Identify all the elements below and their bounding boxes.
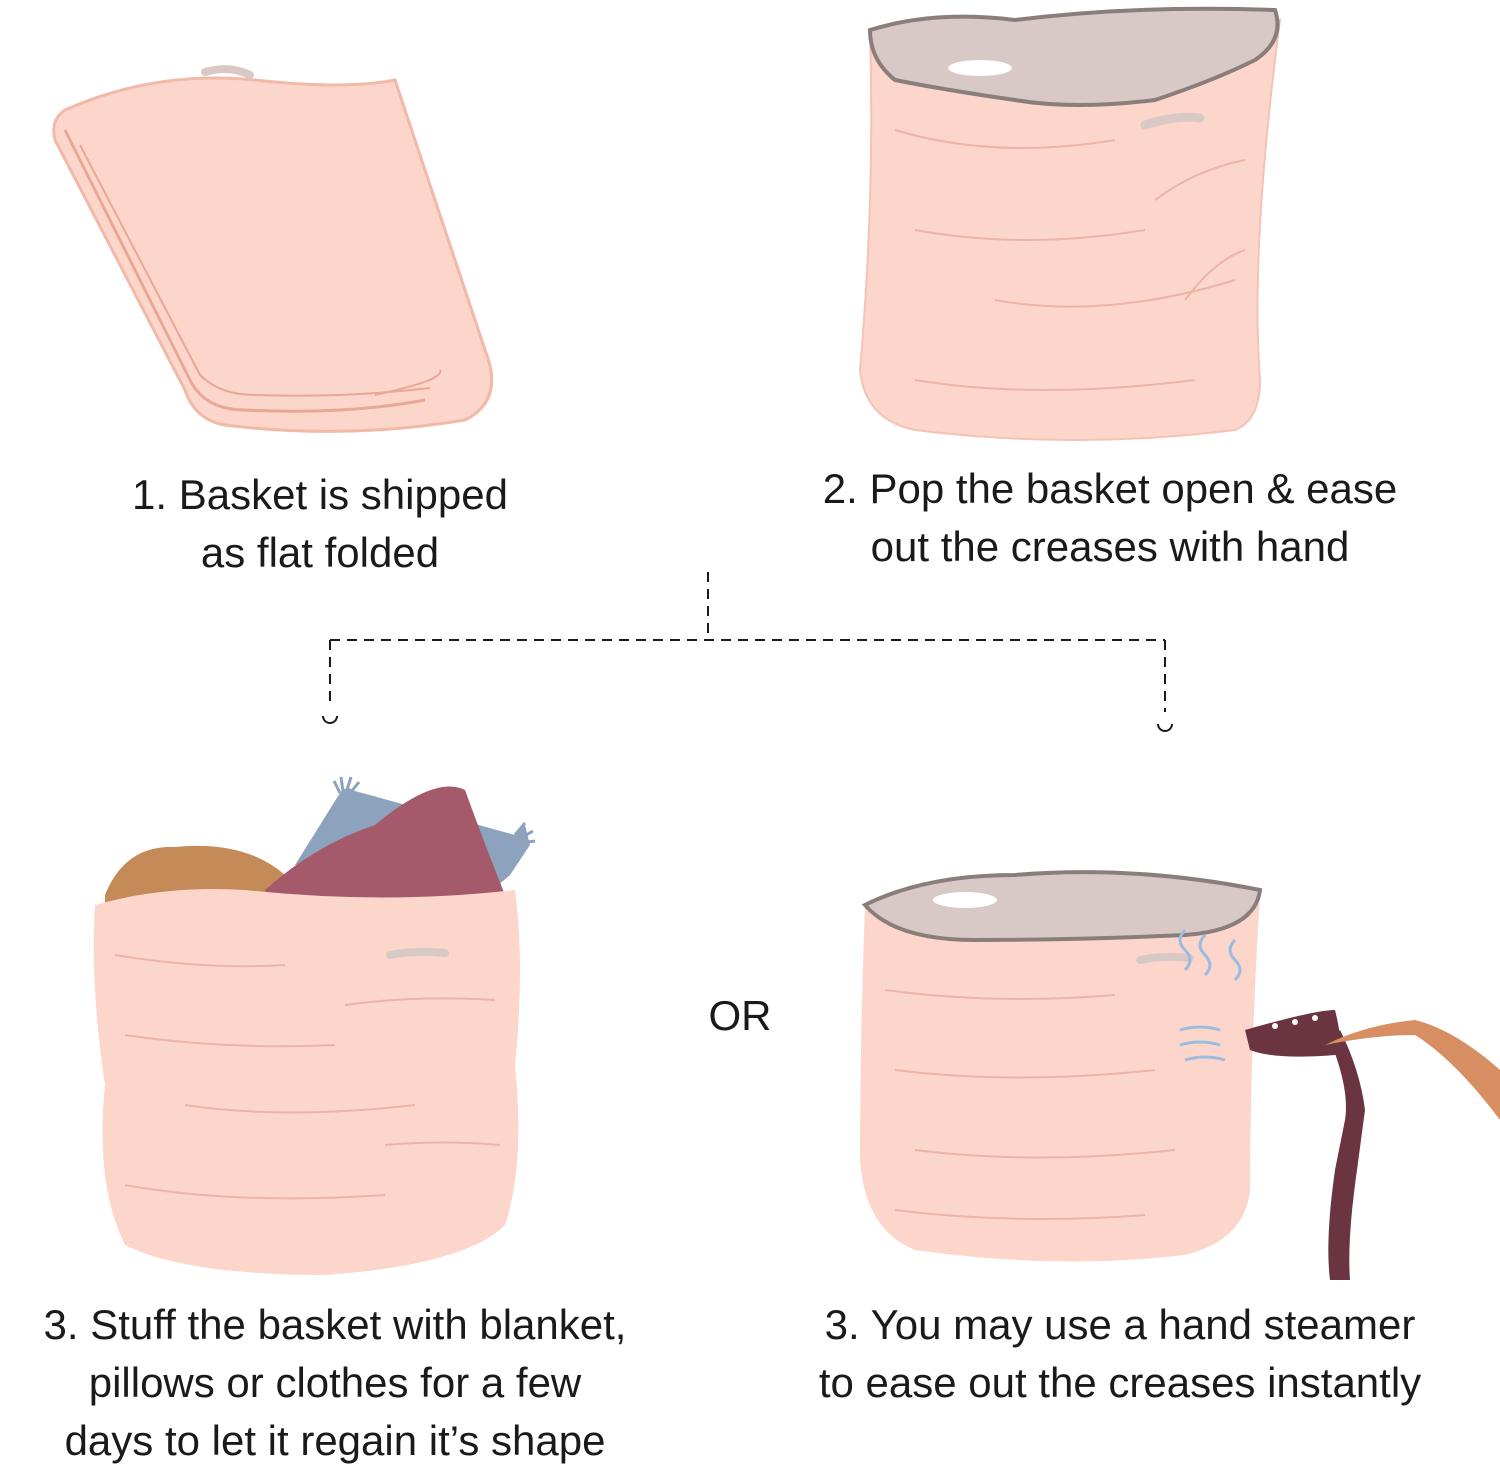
steamer-basket-icon — [860, 870, 1500, 1280]
step-1-line-1: 1. Basket is shipped — [132, 471, 508, 518]
stuffed-basket-icon — [93, 776, 536, 1275]
step-3a-line-1: 3. Stuff the basket with blanket, — [43, 1301, 627, 1348]
step-2-line-1: 2. Pop the basket open & ease — [822, 465, 1398, 512]
step-3b-caption: 3. You may use a hand steamer to ease ou… — [760, 1296, 1480, 1412]
step-2-caption: 2. Pop the basket open & ease out the cr… — [760, 460, 1460, 576]
step-3b-line-2: to ease out the creases instantly — [818, 1359, 1422, 1406]
step-3a-caption: 3. Stuff the basket with blanket, pillow… — [0, 1296, 670, 1470]
open-basket-icon — [858, 6, 1282, 441]
or-label: OR — [708, 992, 772, 1039]
step-3a-line-2: pillows or clothes for a few — [88, 1359, 582, 1406]
step-3b-line-1: 3. You may use a hand steamer — [824, 1301, 1416, 1348]
step-2-line-2: out the creases with hand — [870, 523, 1350, 570]
folded-basket-icon — [52, 65, 494, 433]
step-1-caption: 1. Basket is shipped as flat folded — [60, 466, 580, 582]
step-3a-line-3: days to let it regain it’s shape — [64, 1417, 606, 1464]
step-1-line-2: as flat folded — [200, 529, 440, 576]
